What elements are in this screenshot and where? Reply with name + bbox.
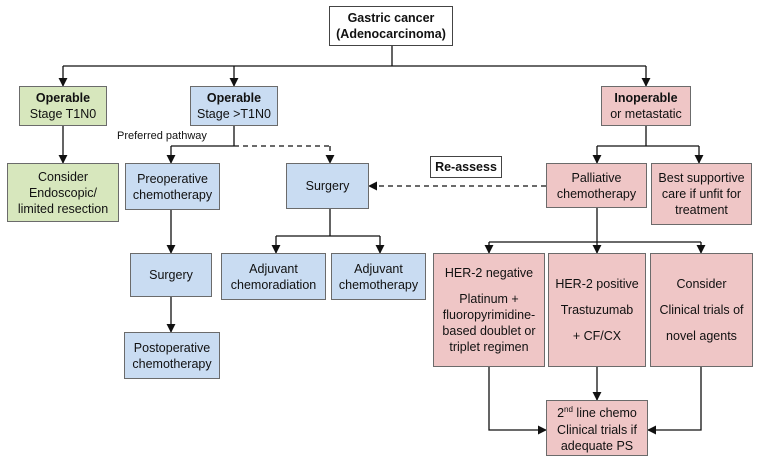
palliative-line1: Palliative (571, 170, 622, 185)
root-box: Gastric cancer (Adenocarcinoma) (329, 6, 453, 46)
her2-negative-l3: based doublet or (442, 324, 536, 338)
preop-line2: chemotherapy (132, 187, 213, 202)
surgery-main-box: Surgery (286, 163, 369, 209)
postop-line2: chemotherapy (132, 356, 212, 371)
root-line2: (Adenocarcinoma) (336, 27, 446, 41)
preop-box: Preoperative chemotherapy (125, 163, 220, 210)
her2-positive-title: HER-2 positive (555, 277, 639, 291)
endoscopic-line2: Endoscopic/ (28, 185, 98, 200)
reassess-label: Re-assess (435, 160, 497, 174)
surgery-left-box: Surgery (130, 253, 212, 297)
operable-gt-line1: Operable (206, 91, 262, 105)
second-line-sup: nd (564, 405, 573, 415)
inoperable-line1: Inoperable (614, 91, 678, 105)
her2-positive-l2: + CF/CX (572, 329, 622, 343)
operable-t1-box: Operable Stage T1N0 (19, 86, 107, 126)
endoscopic-line3: limited resection (17, 201, 109, 216)
second-line-l3: adequate PS (560, 438, 634, 453)
adj-chemorad-box: Adjuvant chemoradiation (221, 253, 326, 300)
adj-chemorad-line2: chemoradiation (230, 277, 317, 292)
best-supportive-box: Best supportive care if unfit for treatm… (651, 163, 752, 225)
adj-chemorad-line1: Adjuvant (249, 261, 298, 276)
best-supportive-line2: care if unfit for (661, 187, 742, 201)
second-line-box: 2nd line chemo Clinical trials if adequa… (546, 400, 648, 456)
consider-l2: novel agents (666, 329, 737, 343)
second-line-l1: 2nd line chemo (557, 402, 637, 421)
her2-positive-l1: Trastuzumab (560, 303, 634, 317)
her2-negative-l1: Platinum + (459, 292, 519, 306)
her2-negative-box: HER-2 negative Platinum + fluoropyrimidi… (433, 253, 545, 367)
adj-chemo-line2: chemotherapy (338, 277, 419, 292)
preop-line1: Preoperative (137, 171, 208, 186)
adj-chemo-line1: Adjuvant (354, 261, 403, 276)
her2-negative-title: HER-2 negative (444, 266, 534, 280)
postop-box: Postoperative chemotherapy (124, 332, 220, 379)
inoperable-line2: or metastatic (610, 107, 682, 121)
her2-positive-box: HER-2 positive Trastuzumab + CF/CX (548, 253, 646, 367)
operable-t1-line1: Operable (35, 91, 91, 105)
her2-negative-l2: fluoropyrimidine- (442, 308, 536, 322)
second-line-rest: line chemo (572, 406, 637, 421)
arrow-neg-to-second (488, 367, 547, 435)
preferred-pathway-label: Preferred pathway (117, 130, 207, 142)
reassess-box: Re-assess (430, 156, 502, 178)
palliative-box: Palliative chemotherapy (546, 163, 647, 208)
arrow-consider-to-second (647, 367, 702, 435)
adj-chemo-box: Adjuvant chemotherapy (331, 253, 426, 300)
palliative-line2: chemotherapy (556, 186, 637, 201)
best-supportive-line3: treatment (675, 203, 728, 217)
surgery-left-label: Surgery (149, 268, 193, 282)
root-line1: Gastric cancer (347, 11, 435, 25)
operable-gt-line2: Stage >T1N0 (196, 107, 271, 121)
best-supportive-line1: Best supportive (658, 171, 745, 185)
second-line-l2: Clinical trials if (557, 422, 637, 437)
operable-t1-line2: Stage T1N0 (29, 107, 97, 121)
second-line-num: 2 (557, 406, 565, 421)
operable-gt-box: Operable Stage >T1N0 (190, 86, 278, 126)
surgery-main-label: Surgery (305, 179, 350, 193)
postop-line1: Postoperative (133, 340, 211, 355)
inoperable-box: Inoperable or metastatic (601, 86, 691, 126)
endoscopic-box: Consider Endoscopic/ limited resection (7, 163, 119, 222)
her2-negative-l4: triplet regimen (449, 340, 529, 354)
consider-l1: Clinical trials of (659, 303, 744, 317)
endoscopic-line1: Consider (37, 169, 89, 184)
consider-box: Consider Clinical trials of novel agents (650, 253, 753, 367)
consider-title: Consider (676, 277, 727, 291)
